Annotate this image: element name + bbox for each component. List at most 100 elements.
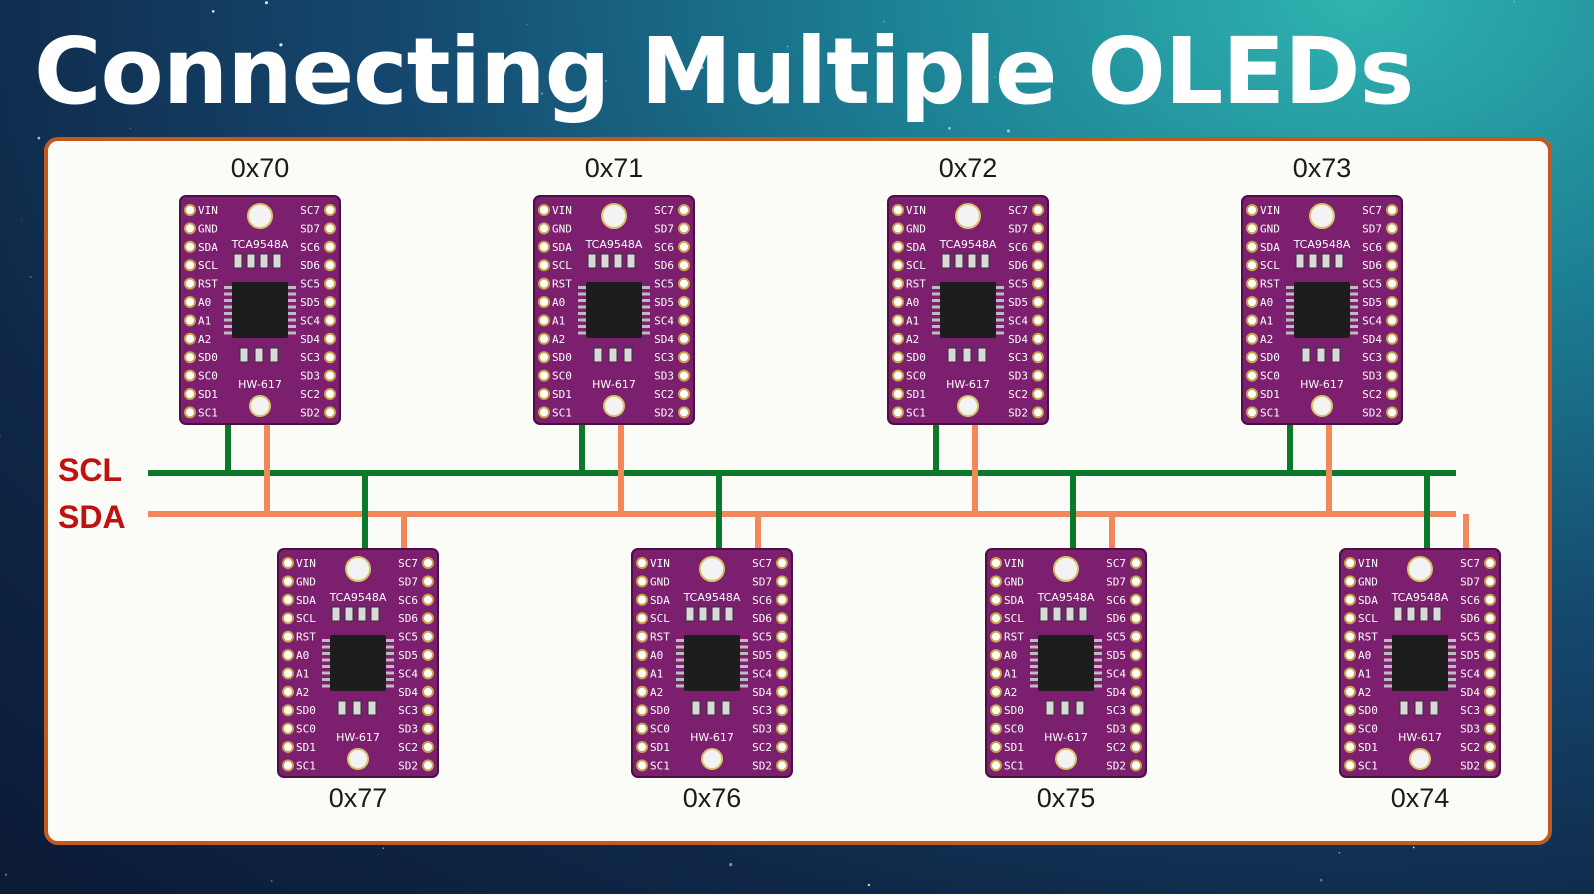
pin-label: SC2 xyxy=(1362,388,1382,401)
pin-pad xyxy=(636,630,648,643)
pin-label: A1 xyxy=(1004,667,1017,680)
ic-lead xyxy=(1286,305,1294,309)
ic-lead xyxy=(740,645,748,649)
ic-lead xyxy=(1384,639,1392,642)
pin-pad xyxy=(422,722,434,735)
smd-resistor xyxy=(980,253,990,269)
pin-label: SD4 xyxy=(1106,686,1126,699)
pin-pad xyxy=(1386,369,1398,382)
pin-pad xyxy=(1484,722,1496,735)
pin-label: SC7 xyxy=(1460,557,1480,570)
pin-pad xyxy=(892,204,904,216)
pin-pad xyxy=(776,557,788,569)
pin-pad xyxy=(538,351,550,364)
pin-label: SD0 xyxy=(1358,704,1378,717)
pin-label: A1 xyxy=(1260,314,1273,327)
pin-label: SD4 xyxy=(300,333,320,346)
pin-pad xyxy=(1484,685,1496,698)
pin-label: SC1 xyxy=(650,759,670,772)
ic-lead xyxy=(1094,678,1102,681)
ic-lead xyxy=(224,318,232,322)
pin-label: GND xyxy=(906,222,926,235)
smd-resistor xyxy=(357,606,367,622)
ic-lead xyxy=(224,312,232,315)
ic-lead xyxy=(288,318,296,322)
pin-label: RST xyxy=(296,631,316,644)
address-label: 0x76 xyxy=(683,783,742,813)
pin-pad xyxy=(776,685,788,698)
ic-lead xyxy=(322,684,330,688)
chip-label: TCA9548A xyxy=(1293,238,1351,251)
pin-pad xyxy=(990,685,1002,698)
ic-lead xyxy=(386,684,394,688)
pin-label: VIN xyxy=(198,204,218,217)
smd-resistor xyxy=(724,606,734,622)
pin-pad xyxy=(1032,406,1044,419)
smd-resistor xyxy=(1419,606,1429,622)
star xyxy=(20,218,22,220)
smd-capacitor xyxy=(947,347,957,363)
pin-pad xyxy=(1130,685,1142,698)
star xyxy=(1042,6,1044,8)
smd-resistor xyxy=(1078,606,1088,622)
pin-pad xyxy=(1386,388,1398,400)
pin-pad xyxy=(678,240,690,253)
pin-label: A2 xyxy=(1358,686,1371,699)
ic-lead xyxy=(288,331,296,335)
smd-capacitor xyxy=(608,347,618,363)
pin-label: SC6 xyxy=(398,594,418,607)
ic-chip xyxy=(586,282,642,338)
pin-label: A1 xyxy=(198,314,211,327)
pin-pad xyxy=(636,667,648,680)
mounting-hole xyxy=(1407,556,1433,582)
pin-label: SC7 xyxy=(1106,557,1126,570)
ic-lead xyxy=(1384,652,1392,655)
pin-pad xyxy=(1344,557,1356,569)
pin-label: SC5 xyxy=(398,631,418,644)
pin-pad xyxy=(184,277,196,290)
pin-label: A2 xyxy=(1260,333,1273,346)
pin-label: SC0 xyxy=(906,370,926,383)
smd-resistor xyxy=(233,253,243,269)
pin-pad xyxy=(1484,759,1496,772)
ic-lead xyxy=(386,652,394,655)
pin-pad xyxy=(1344,741,1356,753)
pin-pad xyxy=(678,277,690,290)
pin-pad xyxy=(324,277,336,290)
pin-pad xyxy=(990,741,1002,753)
pin-label: RST xyxy=(1004,631,1024,644)
ic-lead xyxy=(996,331,1004,335)
ic-lead xyxy=(1030,645,1038,649)
smd-capacitor xyxy=(254,347,264,363)
smd-resistor xyxy=(1432,606,1442,622)
ic-lead xyxy=(996,318,1004,322)
pin-label: A2 xyxy=(650,686,663,699)
pin-pad xyxy=(892,369,904,382)
pin-pad xyxy=(324,406,336,419)
pin-label: SD2 xyxy=(1362,406,1382,419)
pin-pad xyxy=(324,222,336,235)
pin-pad xyxy=(678,406,690,419)
pin-pad xyxy=(1246,332,1258,345)
ic-lead xyxy=(1448,652,1456,655)
mounting-hole xyxy=(1055,748,1077,770)
pin-pad xyxy=(636,685,648,698)
ic-lead xyxy=(932,286,940,289)
pin-pad xyxy=(1386,204,1398,216)
pin-pad xyxy=(1484,557,1496,569)
pin-label: A2 xyxy=(198,333,211,346)
smd-capacitor xyxy=(1399,700,1409,716)
pin-label: SDA xyxy=(198,241,218,254)
pin-pad xyxy=(1484,741,1496,753)
pin-pad xyxy=(990,704,1002,717)
star xyxy=(1412,846,1415,849)
pin-label: SCL xyxy=(906,259,926,272)
ic-lead xyxy=(676,652,684,655)
pin-label: SDA xyxy=(1358,594,1378,607)
ic-lead xyxy=(932,312,940,315)
pin-pad xyxy=(990,575,1002,588)
pin-label: SD7 xyxy=(1008,222,1028,235)
pin-label: SC2 xyxy=(1106,741,1126,754)
